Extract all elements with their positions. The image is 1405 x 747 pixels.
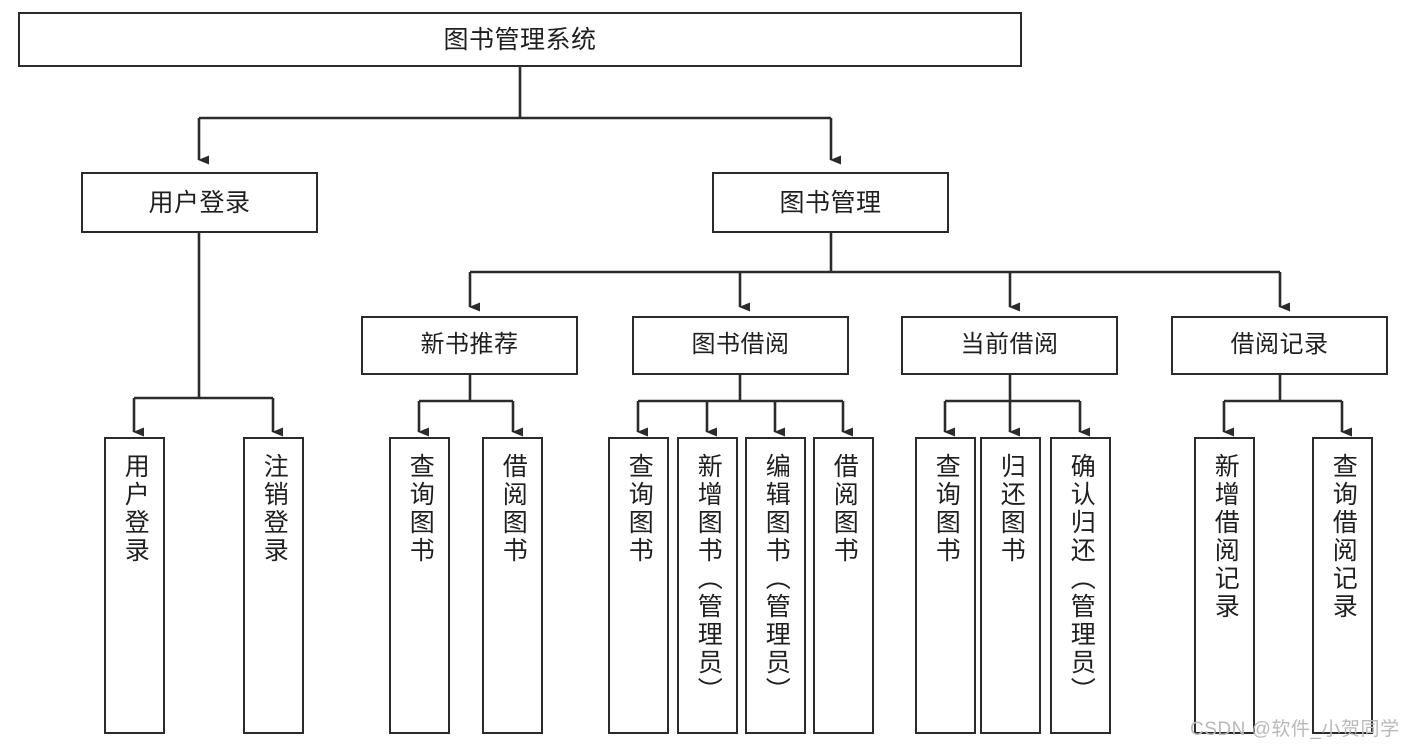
node-label: 归还图书: [997, 453, 1026, 565]
leaf-current-confirm-return-admin[interactable]: 确认归还（管理员）: [1050, 437, 1111, 734]
leaf-borrow-add-book-admin[interactable]: 新增图书（管理员）: [677, 437, 738, 734]
node-label: 查询图书: [406, 453, 435, 565]
node-label: 借阅图书: [499, 453, 528, 565]
node-label: 用户登录: [148, 188, 251, 217]
node-new-book-recommend[interactable]: 新书推荐: [361, 316, 578, 375]
node-user-login[interactable]: 用户登录: [81, 172, 318, 233]
node-label: 借阅图书: [830, 453, 859, 565]
node-label: 当前借阅: [960, 331, 1059, 359]
node-root-system[interactable]: 图书管理系统: [18, 12, 1022, 67]
leaf-record-query-record[interactable]: 查询借阅记录: [1312, 437, 1373, 734]
node-label: 新增借阅记录: [1211, 453, 1240, 621]
node-label: 图书管理系统: [443, 25, 597, 54]
leaf-borrow-borrow-book[interactable]: 借阅图书: [813, 437, 874, 734]
node-label: 注销登录: [260, 453, 289, 565]
node-label: 新增图书（管理员）: [694, 453, 723, 705]
leaf-user-login-login[interactable]: 用户登录: [104, 437, 165, 734]
node-current-borrow[interactable]: 当前借阅: [901, 316, 1118, 375]
node-borrow-record[interactable]: 借阅记录: [1171, 316, 1388, 375]
node-label: 图书借阅: [691, 331, 790, 359]
node-book-management[interactable]: 图书管理: [712, 172, 949, 233]
node-label: 确认归还（管理员）: [1067, 453, 1096, 705]
leaf-borrow-edit-book-admin[interactable]: 编辑图书（管理员）: [745, 437, 806, 734]
leaf-current-query-book[interactable]: 查询图书: [915, 437, 976, 734]
node-label: 查询借阅记录: [1329, 453, 1358, 621]
node-book-borrow[interactable]: 图书借阅: [632, 316, 849, 375]
leaf-current-return-book[interactable]: 归还图书: [980, 437, 1041, 734]
leaf-user-login-logout[interactable]: 注销登录: [243, 437, 304, 734]
leaf-borrow-query-book[interactable]: 查询图书: [608, 437, 669, 734]
leaf-recommend-borrow-book[interactable]: 借阅图书: [482, 437, 543, 734]
node-label: 查询图书: [625, 453, 654, 565]
node-label: 图书管理: [779, 188, 882, 217]
node-label: 查询图书: [932, 453, 961, 565]
node-label: 新书推荐: [420, 331, 519, 359]
csdn-watermark: CSDN @软件_小贺同学: [1190, 719, 1400, 740]
node-label: 借阅记录: [1230, 331, 1329, 359]
leaf-recommend-query-book[interactable]: 查询图书: [389, 437, 450, 734]
node-label: 用户登录: [121, 453, 150, 565]
node-label: 编辑图书（管理员）: [762, 453, 791, 705]
leaf-record-add-record[interactable]: 新增借阅记录: [1194, 437, 1255, 734]
